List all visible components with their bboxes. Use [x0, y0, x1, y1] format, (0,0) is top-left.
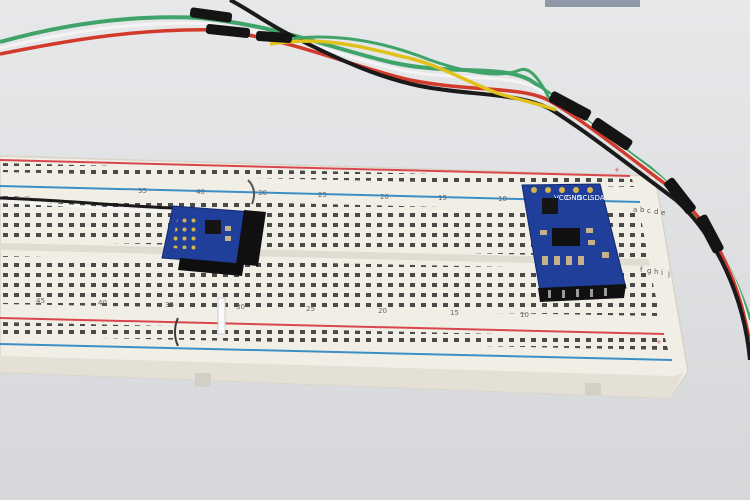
capacitor — [586, 228, 593, 233]
connector-sleeve — [548, 91, 592, 121]
jumper-wire-white — [0, 200, 201, 216]
wire-green-2 — [279, 35, 552, 101]
center-channel — [0, 243, 650, 266]
connector-sleeve — [189, 7, 233, 23]
capacitor — [588, 240, 595, 245]
pin-header — [236, 210, 266, 266]
capacitor — [225, 236, 231, 241]
jumper-wire-black — [0, 196, 201, 214]
column-number: 30 — [258, 189, 267, 197]
connector-sleeve — [664, 177, 696, 215]
row-letter: b — [640, 206, 645, 214]
connector-sleeve — [205, 24, 251, 38]
capacitor — [554, 256, 560, 265]
column-number: 15 — [438, 194, 447, 202]
bottom-rail-holes — [0, 322, 668, 350]
chip — [205, 220, 221, 234]
row-letter: d — [654, 208, 658, 216]
pcb-holes — [172, 214, 200, 250]
pin-label: SDA — [590, 194, 605, 202]
wire-yellow — [269, 39, 557, 112]
pcb-top-holes — [531, 187, 593, 193]
capacitor — [578, 256, 584, 265]
column-number: 15 — [450, 309, 459, 317]
bottom-rail-blue-line — [0, 343, 673, 361]
breadboard: + + a b c d e f g h i j 35 40 30 25 20 1… — [0, 155, 689, 399]
row-letter: j — [667, 270, 670, 278]
column-number: 45 — [36, 297, 45, 305]
row-letter: h — [654, 268, 658, 276]
row-letter: e — [661, 209, 665, 217]
column-number: 25 — [306, 305, 315, 313]
column-number: 35 — [138, 187, 147, 195]
capacitor — [602, 252, 609, 258]
column-number: 10 — [498, 195, 507, 203]
column-number: 35 — [165, 301, 174, 309]
sensor-module-left — [161, 205, 266, 276]
breadboard-bottom-edge — [0, 356, 684, 398]
pin-header-bottom — [178, 258, 244, 276]
connector-sleeve — [255, 30, 293, 44]
breadboard-notch — [585, 383, 601, 395]
capacitor — [566, 256, 572, 265]
column-number: 40 — [98, 299, 107, 307]
pin-label: SCL — [578, 194, 591, 202]
jumper-wire-white-post — [217, 297, 226, 335]
pin-label: GND — [566, 194, 582, 202]
rail-plus-marker: + — [656, 338, 662, 346]
bottom-rail-red-line — [0, 317, 665, 335]
column-number: 30 — [236, 303, 245, 311]
rail-plus-marker: + — [614, 166, 620, 174]
row-letter: f — [640, 266, 643, 274]
jumper-wire-gray — [247, 179, 256, 205]
pin-label: VCC — [554, 194, 569, 202]
column-number: 10 — [520, 311, 529, 319]
column-number: 25 — [318, 191, 327, 199]
capacitor — [225, 226, 231, 231]
row-letter: g — [647, 267, 651, 275]
bottom-terminal-holes — [0, 256, 660, 316]
column-number: 20 — [378, 307, 387, 315]
cable-bundle — [0, 0, 750, 361]
column-number: 20 — [380, 193, 389, 201]
top-rail-holes — [0, 163, 634, 187]
main-chip — [552, 228, 580, 246]
capacitor — [540, 230, 547, 235]
capacitor — [542, 256, 548, 265]
pin-header-pins — [548, 288, 607, 298]
sensor-module-right: VCC GND SCL SDA — [521, 183, 627, 302]
jumper-wire-dark — [174, 317, 179, 347]
background-object — [545, 0, 640, 7]
row-letter: i — [661, 269, 663, 277]
connector-sleeve — [696, 214, 724, 254]
row-letter: c — [647, 207, 651, 215]
column-number: 40 — [196, 188, 205, 196]
breadboard-notch — [195, 373, 211, 387]
row-letter: a — [633, 206, 637, 214]
chip — [542, 198, 558, 214]
top-rail-red-line — [0, 159, 631, 177]
connector-sleeve — [591, 117, 633, 151]
